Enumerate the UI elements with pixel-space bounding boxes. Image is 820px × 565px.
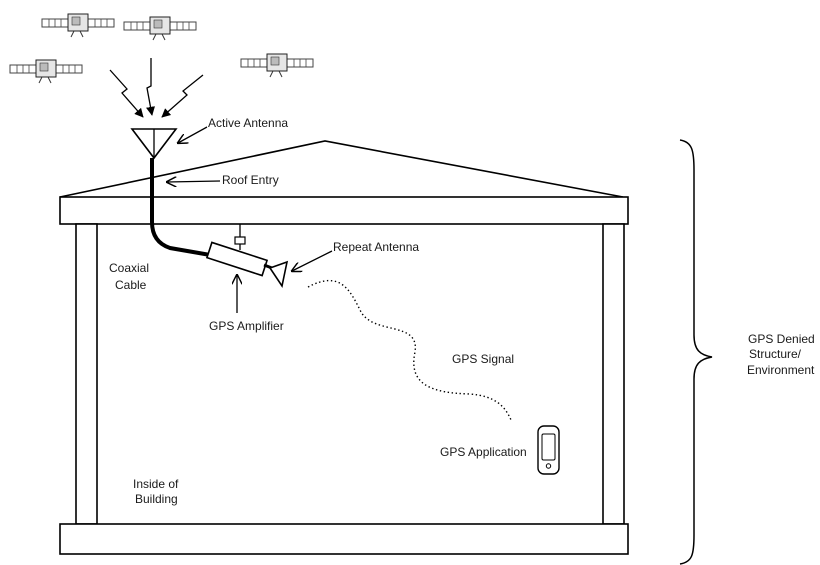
satellite-icon [9, 59, 83, 84]
gps-application-label: GPS Application [440, 445, 527, 459]
coaxial-cable [150, 158, 217, 258]
inside-building-label-line1: Inside of [133, 477, 179, 491]
coaxial-label-line1: Coaxial [109, 261, 149, 275]
satellite-icon [123, 16, 197, 41]
active-antenna-label: Active Antenna [208, 116, 288, 130]
gps-amplifier-label: GPS Amplifier [209, 319, 284, 333]
repeat-antenna-label: Repeat Antenna [333, 240, 419, 254]
coaxial-label-line2: Cable [115, 278, 147, 292]
gps-signal-label: GPS Signal [452, 352, 514, 366]
gps-denied-label-line1: GPS Denied [748, 332, 815, 346]
phone-icon [537, 425, 560, 475]
gps-denied-label-line3: Environment [747, 363, 815, 377]
inside-building-label-line2: Building [135, 492, 178, 506]
satellite-icon [240, 53, 314, 78]
floor [59, 523, 629, 555]
right-wall [602, 223, 625, 525]
antenna-icon [268, 260, 289, 289]
gps-denied-label-line2: Structure/ [749, 347, 802, 361]
satellite-signals [109, 58, 204, 118]
left-wall [75, 223, 98, 525]
satellite-icon [41, 13, 115, 38]
gps-signal-path [307, 280, 512, 421]
roof-entry-label: Roof Entry [222, 173, 279, 187]
roof [59, 140, 624, 198]
roof-beam [59, 196, 629, 225]
structure-brace [679, 139, 713, 565]
amplifier-icon [205, 241, 269, 277]
